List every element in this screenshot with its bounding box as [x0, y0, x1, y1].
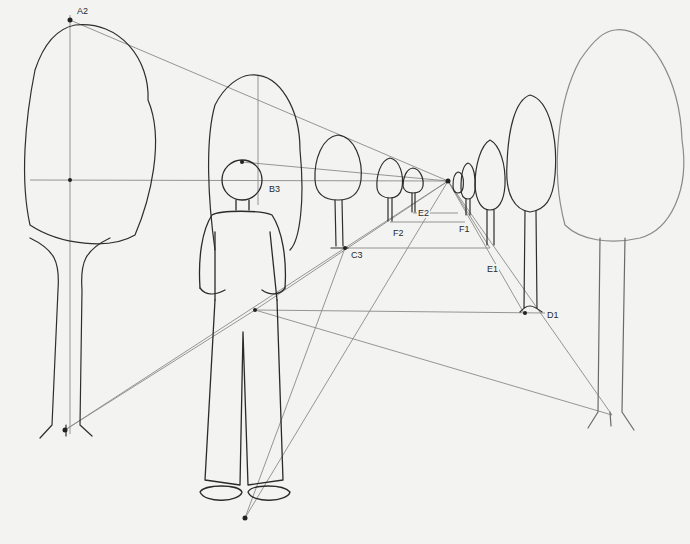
point-label: F1 — [458, 224, 471, 234]
point-label: C3 — [350, 250, 364, 260]
point-label: B3 — [268, 184, 281, 194]
trees — [25, 25, 684, 438]
point-label: D1 — [546, 310, 560, 320]
construction-lines — [30, 15, 612, 518]
construction-points — [63, 18, 528, 521]
point-label: F2 — [392, 228, 405, 238]
standing-figure — [200, 160, 291, 500]
point-label: A2 — [76, 6, 89, 16]
point-label: E1 — [486, 264, 499, 274]
point-label: E2 — [417, 208, 430, 218]
